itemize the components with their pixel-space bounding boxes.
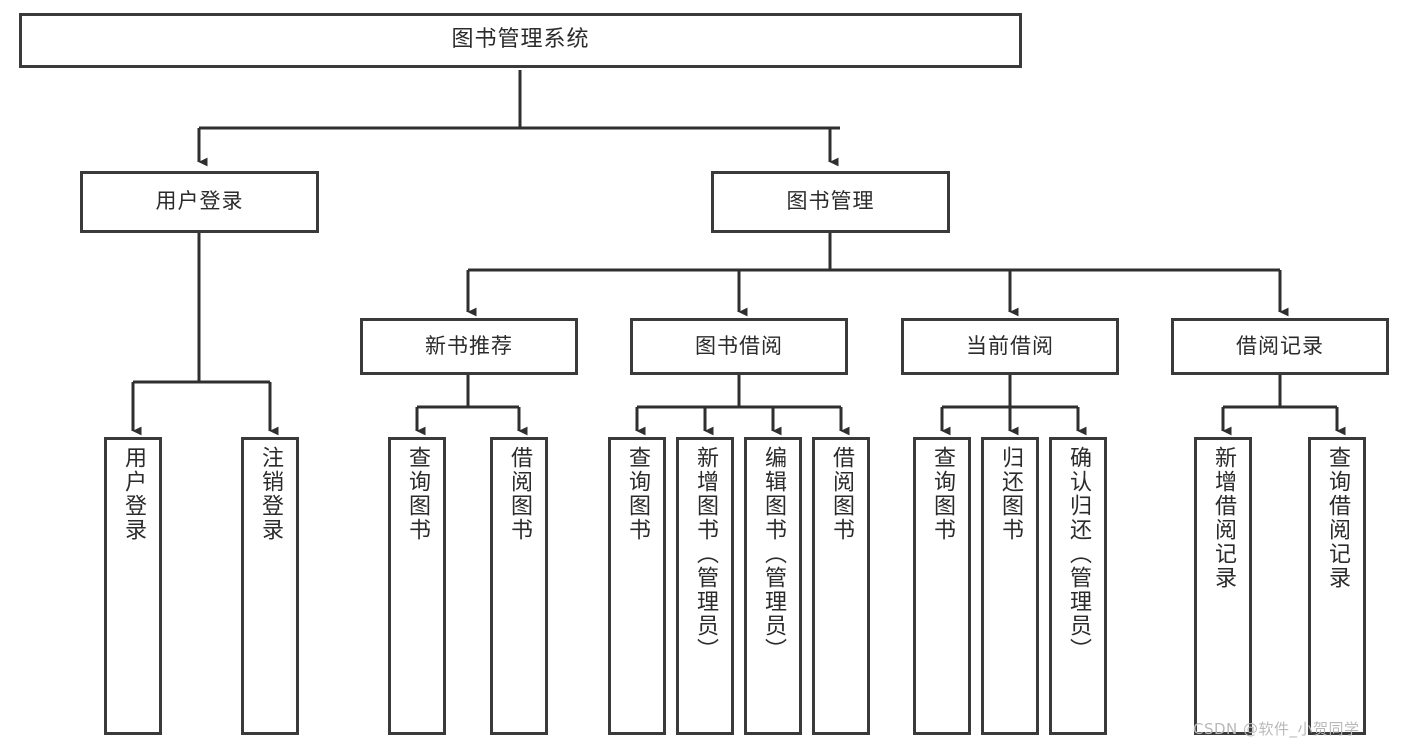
- node-label: 用户登录: [120, 446, 146, 542]
- leaf-book-borrow-borrow-book[interactable]: 借阅图书: [812, 437, 870, 735]
- node-user-login[interactable]: 用户登录: [80, 171, 319, 233]
- node-label: 图书管理: [786, 189, 875, 214]
- node-label: 查询图书: [624, 446, 650, 542]
- node-new-book-recommend[interactable]: 新书推荐: [360, 318, 578, 375]
- node-label: 新书推荐: [425, 333, 513, 358]
- node-borrow-record[interactable]: 借阅记录: [1171, 318, 1389, 375]
- csdn-watermark: CSDN @软件_小贺同学: [1193, 720, 1360, 738]
- leaf-book-borrow-add-book-admin[interactable]: 新增图书（管理员）: [676, 437, 734, 735]
- node-label: 查询借阅记录: [1324, 446, 1350, 590]
- leaf-current-borrow-query-book[interactable]: 查询图书: [913, 437, 971, 735]
- node-root-library-system[interactable]: 图书管理系统: [19, 13, 1022, 68]
- node-book-borrow[interactable]: 图书借阅: [630, 318, 848, 375]
- node-label: 借阅图书: [828, 446, 854, 542]
- node-label: 用户登录: [155, 189, 244, 214]
- node-label: 新增图书（管理员）: [692, 446, 718, 662]
- node-label: 图书管理系统: [451, 27, 590, 53]
- leaf-book-borrow-edit-book-admin[interactable]: 编辑图书（管理员）: [744, 437, 802, 735]
- node-label: 查询图书: [404, 446, 430, 542]
- node-label: 确认归还（管理员）: [1065, 446, 1091, 662]
- node-label: 编辑图书（管理员）: [760, 446, 786, 662]
- leaf-new-book-borrow-book[interactable]: 借阅图书: [490, 437, 548, 735]
- node-label: 借阅图书: [506, 446, 532, 542]
- node-label: 新增借阅记录: [1210, 446, 1236, 590]
- leaf-new-book-query-book[interactable]: 查询图书: [388, 437, 446, 735]
- node-label: 图书借阅: [695, 333, 783, 358]
- leaf-current-borrow-confirm-return-admin[interactable]: 确认归还（管理员）: [1049, 437, 1107, 735]
- leaf-book-borrow-query-book[interactable]: 查询图书: [608, 437, 666, 735]
- leaf-user-login-login[interactable]: 用户登录: [104, 437, 162, 735]
- leaf-borrow-record-query-record[interactable]: 查询借阅记录: [1308, 437, 1366, 735]
- node-label: 当前借阅: [966, 333, 1054, 358]
- leaf-user-login-logout[interactable]: 注销登录: [241, 437, 299, 735]
- leaf-current-borrow-return-book[interactable]: 归还图书: [981, 437, 1039, 735]
- node-label: 注销登录: [257, 446, 283, 542]
- node-label: 借阅记录: [1236, 333, 1324, 358]
- leaf-borrow-record-add-record[interactable]: 新增借阅记录: [1194, 437, 1252, 735]
- node-label: 归还图书: [997, 446, 1023, 542]
- node-label: 查询图书: [929, 446, 955, 542]
- node-current-borrow[interactable]: 当前借阅: [901, 318, 1119, 375]
- node-book-management[interactable]: 图书管理: [711, 171, 950, 233]
